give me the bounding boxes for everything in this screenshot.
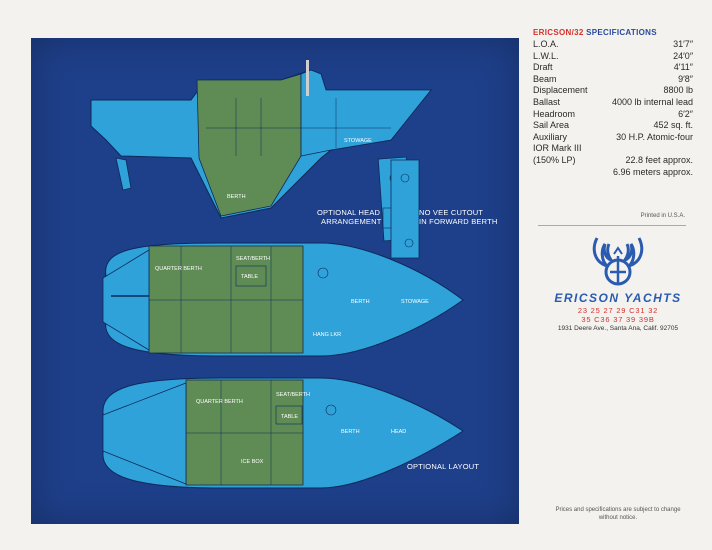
spec-value: 22.8 feet approx.	[625, 154, 693, 165]
printed-in-usa: Printed in U.S.A.	[640, 213, 685, 219]
specifications-card: ERICSON/32 SPECIFICATIONS L.O.A. 31′7″ L.…	[533, 28, 693, 228]
spec-row-sail-area: Sail Area 452 sq. ft.	[533, 120, 693, 132]
layout-label-table: TABLE	[281, 414, 298, 420]
spec-row-lp: (150% LP) 22.8 feet approx.	[533, 155, 693, 167]
spec-value: 9′8″	[678, 73, 693, 84]
specifications-heading: ERICSON/32 SPECIFICATIONS	[533, 28, 657, 37]
spec-label: Beam	[533, 73, 557, 84]
spec-label: L.W.L.	[533, 50, 559, 61]
layout-label-quarter-berth: QUARTER BERTH	[196, 399, 243, 405]
no-vee-caption-line2: IN FORWARD BERTH	[419, 217, 498, 226]
model-list: 23 25 27 29 C31 32 35 C36 37 39 39B	[548, 306, 688, 324]
spec-label: Displacement	[533, 85, 588, 96]
spec-row-ballast: Ballast 4000 lb internal lead	[533, 97, 693, 109]
layout-label-head: HEAD	[391, 429, 406, 435]
layout-label-icebox: ICE BOX	[241, 459, 264, 465]
spec-value: 8800 lb	[663, 85, 693, 96]
spec-row-displacement: Displacement 8800 lb	[533, 85, 693, 97]
spec-label: Auxiliary	[533, 131, 568, 142]
spec-row-lwl: L.W.L. 24′0″	[533, 51, 693, 63]
spec-brand: ERICSON	[533, 28, 572, 37]
accommodation-plan: QUARTER BERTH SEAT/BERTH TABLE HANG LKR …	[102, 242, 464, 357]
spec-label: (150% LP)	[533, 154, 576, 165]
spec-row-beam: Beam 9′8″	[533, 74, 693, 86]
spec-label: Sail Area	[533, 120, 570, 131]
spec-label: Headroom	[533, 108, 576, 119]
plan-label-seat-berth: SEAT/BERTH	[236, 256, 270, 262]
plan-label-berth: BERTH	[351, 299, 370, 305]
spec-heading-rest: SPECIFICATIONS	[586, 28, 657, 37]
spec-label: Ballast	[533, 96, 561, 107]
specifications-list: L.O.A. 31′7″ L.W.L. 24′0″ Draft 4′11″ Beam 9…	[533, 39, 693, 178]
spec-label: L.O.A.	[533, 39, 559, 49]
plan-label-quarter-berth: QUARTER BERTH	[155, 266, 202, 272]
spec-row-headroom: Headroom 6′2″	[533, 109, 693, 121]
plan-label-table: TABLE	[241, 274, 258, 280]
company-address: 1931 Deere Ave., Santa Ana, Calif. 92705	[557, 325, 679, 332]
profile-label-berth: BERTH	[227, 194, 246, 200]
spec-row-auxiliary: Auxiliary 30 H.P. Atomic-four	[533, 132, 693, 144]
spec-row-loa: L.O.A. 31′7″	[533, 39, 693, 51]
optional-head-caption-line1: OPTIONAL HEAD	[317, 208, 381, 217]
spec-row-draft: Draft 4′11″	[533, 62, 693, 74]
spec-value: 24′0″	[673, 50, 693, 61]
model-list-line1: 23 25 27 29 C31 32	[577, 306, 659, 315]
ericson-crest-icon	[589, 232, 647, 295]
spec-value: 30 H.P. Atomic-four	[616, 131, 693, 142]
plan-label-stowage: STOWAGE	[401, 299, 429, 305]
no-vee-caption-line1: NO VEE CUTOUT	[419, 208, 484, 217]
spec-model: 32	[574, 28, 584, 37]
layout-label-berth: BERTH	[341, 429, 360, 435]
deck-plan-panel: BERTH STOWAGE QUARTER BERTH	[31, 38, 519, 524]
optional-layout-plan: QUARTER BERTH SEAT/BERTH TABLE ICE BOX B…	[102, 377, 464, 489]
profile-label-stowage: STOWAGE	[344, 138, 372, 144]
no-vee-inset	[390, 159, 420, 259]
plan-label-hanging-locker: HANG LKR	[313, 332, 341, 338]
model-list-line2: 35 C36 37 39 39B	[581, 315, 655, 324]
spec-label: IOR Mark III	[533, 143, 582, 154]
optional-layout-caption: OPTIONAL LAYOUT	[407, 462, 480, 471]
price-disclaimer: Prices and specifications are subject to…	[555, 507, 681, 521]
spec-value: 452 sq. ft.	[653, 120, 693, 131]
spec-lp-meters: 6.96 meters approx.	[612, 166, 693, 177]
no-vee-caption: NO VEE CUTOUT IN FORWARD BERTH	[419, 208, 497, 226]
spec-label: Draft	[533, 62, 553, 73]
optional-head-caption: OPTIONAL HEAD ARRANGEMENT	[317, 208, 382, 226]
spec-value: 31′7″	[673, 39, 693, 49]
profile-view: BERTH STOWAGE	[90, 60, 433, 219]
ericson-yachts-wordmark: ERICSON YACHTS	[554, 291, 682, 305]
spec-value: 4000 lb internal lead	[611, 96, 693, 107]
optional-head-caption-line2: ARRANGEMENT	[321, 217, 382, 226]
spec-row-ior: IOR Mark III	[533, 143, 693, 155]
spec-value: 4′11″	[673, 62, 693, 73]
layout-label-seat-berth: SEAT/BERTH	[276, 392, 310, 398]
yacht-layout-drawing: BERTH STOWAGE QUARTER BERTH	[90, 60, 464, 489]
spec-value: 6′2″	[678, 108, 693, 119]
divider	[538, 225, 686, 226]
